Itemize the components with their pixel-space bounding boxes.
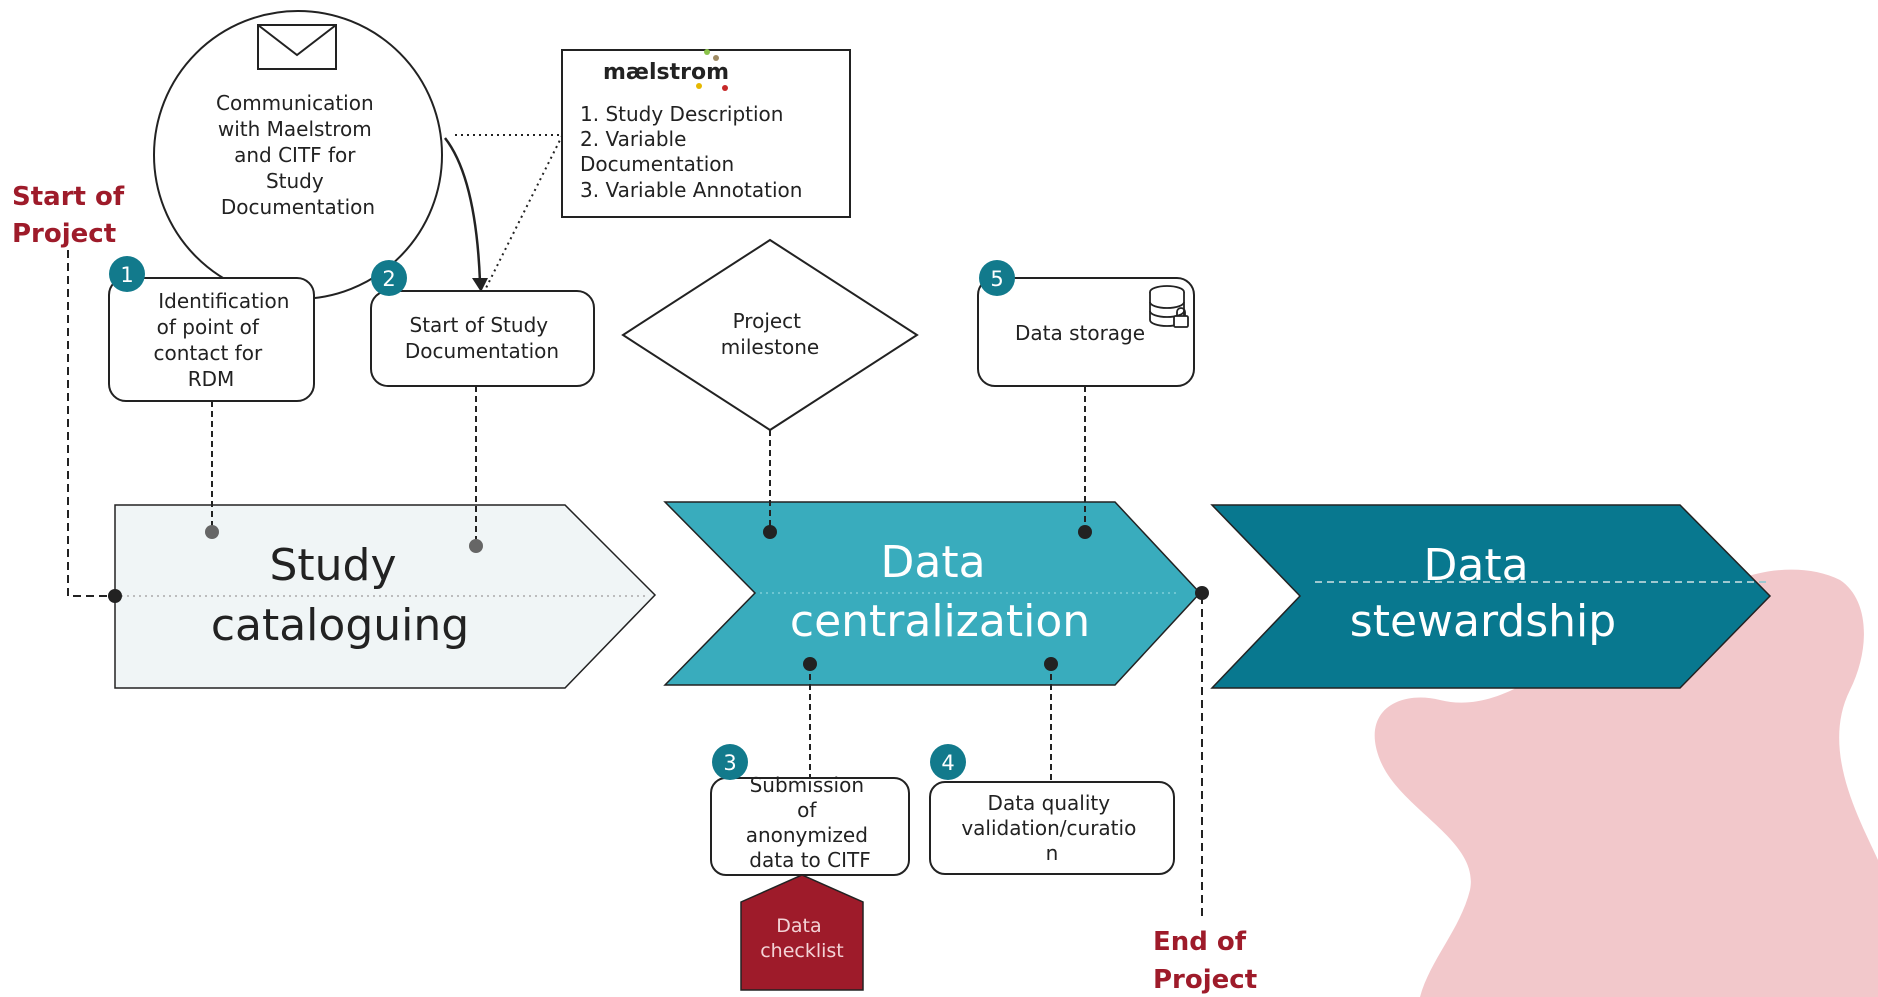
step-number: 5 — [990, 267, 1003, 291]
phase-study-cataloguing: Study cataloguing — [114, 504, 657, 689]
step-number-badge — [712, 744, 748, 780]
step-dot — [803, 657, 817, 671]
start-of-project-marker: Start of Project — [12, 182, 133, 603]
maelstrom-item: 3. Variable Annotation — [580, 178, 802, 202]
communication-arrow — [444, 137, 482, 283]
dotted-link-diagonal — [484, 129, 566, 291]
step-label: Data storage — [1015, 321, 1145, 345]
step-number-badge — [371, 260, 407, 296]
step-2: 2 Start of Study Documentation — [370, 260, 595, 553]
step-number: 2 — [382, 267, 395, 291]
communication-text: Communication with Maelstrom and CITF fo… — [216, 91, 380, 219]
checklist-label: Data checklist — [760, 915, 844, 962]
milestone-dot — [763, 525, 777, 539]
step-dot — [1044, 657, 1058, 671]
phase-data-centralization: Data centralization — [663, 501, 1202, 686]
maelstrom-logo: mælstrom — [603, 49, 729, 91]
arrow-head — [472, 278, 488, 292]
step-box — [929, 781, 1175, 875]
step-number-badge — [979, 260, 1015, 296]
phase-data-stewardship: Data stewardship — [1210, 504, 1772, 689]
checklist-shape — [740, 874, 864, 991]
decoration-pink-blob — [1374, 569, 1878, 997]
step-number-badge — [109, 256, 145, 292]
start-connector — [67, 250, 115, 597]
step-number: 1 — [120, 263, 133, 287]
step-label: Data quality validation/curatio n — [961, 791, 1142, 865]
phase-label: Data stewardship — [1350, 540, 1616, 647]
end-of-project-marker: End of Project — [1153, 586, 1257, 995]
envelope-icon — [257, 24, 337, 70]
end-of-project-label: End of Project — [1153, 927, 1257, 995]
maelstrom-documentation-box: mælstrom 1. Study Description 2. Variabl… — [561, 49, 851, 218]
data-checklist: Data checklist — [740, 874, 864, 991]
step-dot — [205, 525, 219, 539]
step-number: 3 — [723, 751, 736, 775]
step-dot — [1078, 525, 1092, 539]
step-1: 1 Identification of point of contact for… — [108, 256, 315, 539]
step-4: 4 Data quality validation/curatio n — [929, 657, 1175, 875]
maelstrom-item: 2. Variable Documentation — [580, 127, 734, 176]
end-dot — [1195, 586, 1209, 600]
start-of-project-label: Start of Project — [12, 182, 133, 249]
step-box — [710, 777, 910, 876]
phase-label: Study cataloguing — [211, 540, 469, 651]
step-box — [370, 290, 595, 387]
phase-shape — [663, 501, 1202, 686]
maelstrom-box-frame — [561, 49, 851, 218]
milestone-label: Project milestone — [721, 309, 819, 359]
step-number-badge — [930, 744, 966, 780]
step-label: Start of Study Documentation — [405, 313, 559, 363]
maelstrom-logo-text: mælstrom — [603, 60, 729, 85]
communication-bubble: Communication with Maelstrom and CITF fo… — [153, 10, 566, 300]
maelstrom-item: 1. Study Description — [580, 102, 783, 126]
database-lock-icon — [1149, 285, 1189, 328]
step-dot — [469, 539, 483, 553]
step-label: Submission of anonymized data to CITF — [746, 773, 875, 872]
step-number: 4 — [941, 751, 954, 775]
project-milestone: Project milestone — [621, 238, 919, 539]
step-5: 5 Data storage — [977, 260, 1195, 539]
phase-shape — [1210, 504, 1772, 689]
step-3: 3 Submission of anonymized data to CITF — [710, 657, 910, 876]
start-dot — [108, 589, 122, 603]
step-label: Identification of point of contact for R… — [153, 289, 295, 391]
phase-label: Data centralization — [790, 537, 1090, 647]
